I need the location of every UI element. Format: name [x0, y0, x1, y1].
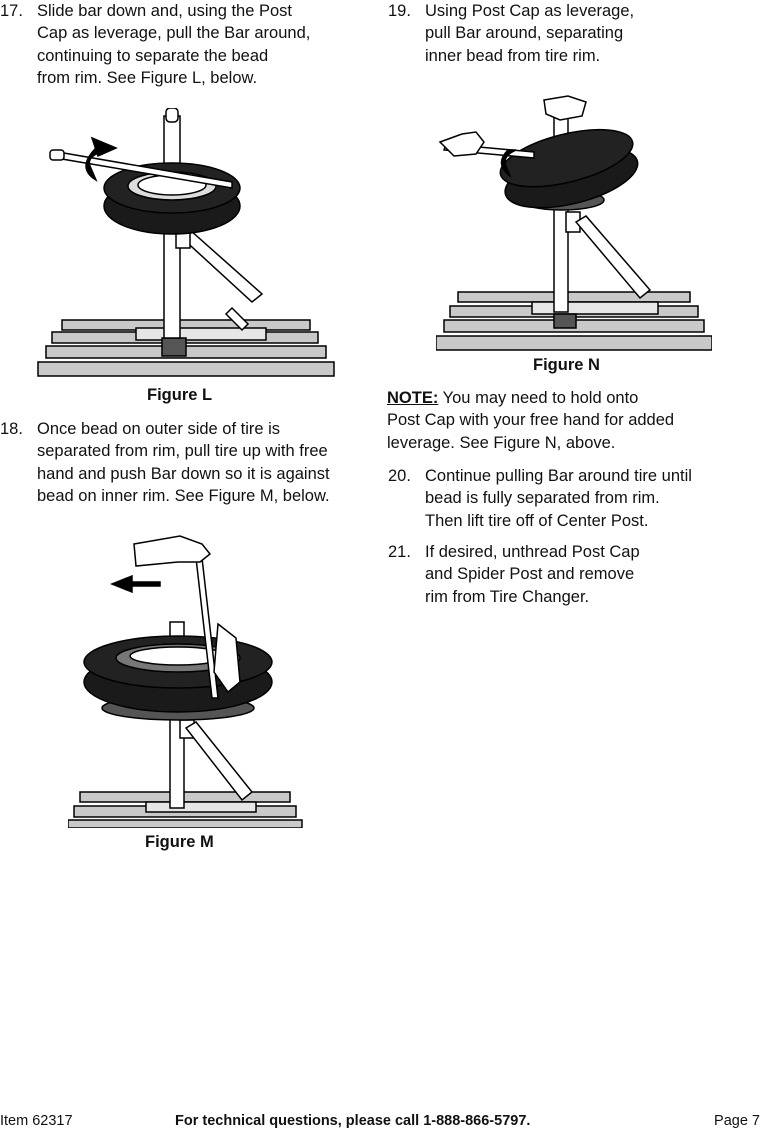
figure-m-illustration: [68, 535, 303, 828]
step-text-line: bead is fully separated from rim.: [425, 489, 660, 508]
note-text-line: leverage. See Figure N, above.: [387, 433, 616, 452]
footer-support-text: For technical questions, please call 1-8…: [175, 1113, 531, 1129]
figure-l-illustration: [37, 108, 335, 377]
figure-m-caption: Figure M: [145, 833, 214, 851]
footer-page-number: Page 7: [714, 1113, 760, 1129]
step-text-line: Continue pulling Bar around tire until: [425, 467, 692, 485]
step-text-line: pull Bar around, separating: [425, 24, 624, 43]
step-text-line: rim from Tire Changer.: [425, 587, 590, 606]
figure-n-illustration: [436, 95, 712, 351]
figure-n-caption: Figure N: [533, 356, 600, 374]
step-text-line: separated from rim, pull tire up with fr…: [37, 442, 328, 461]
note-text-line: Post Cap with your free hand for added: [387, 411, 675, 430]
footer-item-number: Item 62317: [0, 1113, 73, 1129]
step-text-line: Slide bar down and, using the Post: [37, 2, 293, 20]
figure-l-caption: Figure L: [147, 386, 213, 404]
step-text-line: inner bead from tire rim.: [425, 46, 601, 65]
step-number: 17.: [0, 2, 23, 20]
step-text-line: hand and push Bar down so it is against: [37, 464, 330, 483]
step-number: 19.: [388, 2, 411, 20]
step-text-line: and Spider Post and remove: [425, 565, 635, 584]
step-text-line: from rim. See Figure L, below.: [37, 69, 258, 88]
note-text-line: You may need to hold onto: [442, 389, 639, 407]
step-number: 20.: [388, 467, 411, 485]
note-label: NOTE:: [387, 389, 439, 407]
step-text-line: Using Post Cap as leverage,: [425, 2, 635, 20]
step-number: 18.: [0, 420, 23, 438]
step-number: 21.: [388, 543, 411, 561]
note-block: NOTE: You may need to hold onto Post Cap…: [387, 387, 747, 454]
step-text-line: If desired, unthread Post Cap: [425, 543, 640, 561]
step-text-line: Once bead on outer side of tire is: [37, 420, 281, 438]
step-text-line: Cap as leverage, pull the Bar around,: [37, 24, 311, 43]
step-text-line: Then lift tire off of Center Post.: [425, 511, 649, 530]
step-text-line: continuing to separate the bead: [37, 46, 269, 65]
step-text-line: bead on inner rim. See Figure M, below.: [37, 487, 330, 506]
